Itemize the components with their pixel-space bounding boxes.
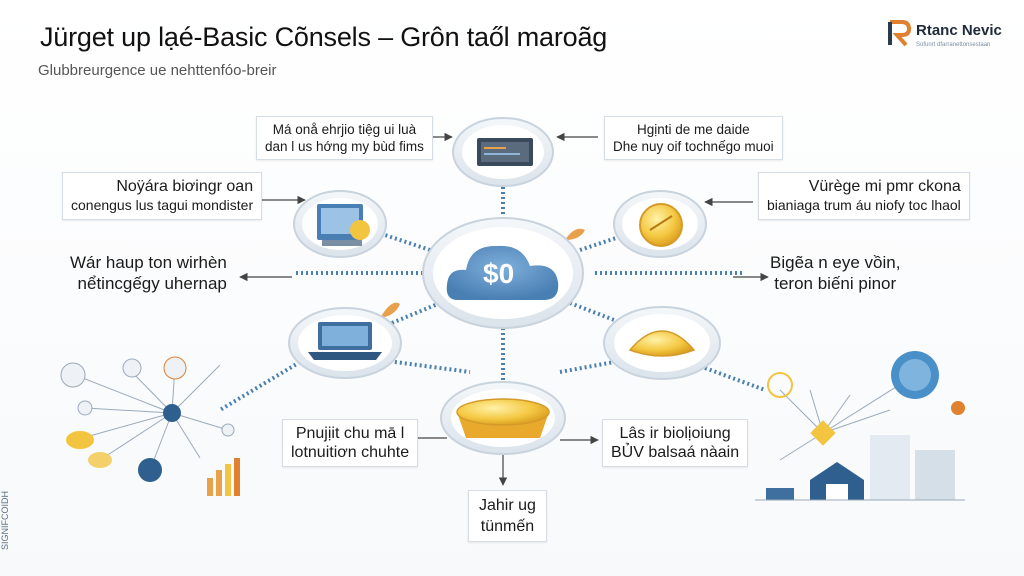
cloud-icon — [446, 245, 559, 300]
page-subtitle: Glubbreurgence ue nehttenfóo-breir — [38, 62, 277, 79]
network-hub-icon — [163, 404, 181, 422]
leaf-right-icon — [565, 228, 585, 240]
label-mid-left: Wár haup ton wirhèn nểtincgếgy uhernap — [70, 252, 227, 294]
diamond-icon — [810, 420, 836, 446]
node-gold-bowl — [440, 381, 566, 455]
label-bottom-left-line2: lotnuitiơn chuhte — [291, 444, 410, 461]
label-mid-right: Bigẽa n eye vồin, teron biếni pinor — [770, 252, 900, 294]
left-network-cluster — [60, 356, 240, 496]
label-top-left-line1: Má onå ehrjio tiệg ui luà — [272, 122, 417, 137]
label-bottom-right: Lâs ir biolịoiung BỦV balsaá nàain — [602, 419, 749, 467]
label-bottom-line2: tünmến — [480, 518, 535, 535]
logo-tagline: Sofunrt dfarranettonsestaan — [916, 42, 991, 48]
hub-node — [422, 217, 584, 329]
bar-chart-icon — [234, 458, 240, 496]
gold-coin-icon — [639, 203, 683, 247]
label-mid-left-line1: Wár haup ton wirhèn — [70, 253, 227, 272]
label-bottom-left-line1: Pnujịit chu mā l — [295, 425, 405, 442]
label-upper-left: Noÿára biơingr oan conengus lus tagui mo… — [62, 172, 263, 220]
connector-lower-left — [374, 301, 441, 332]
node-screen-coin — [293, 190, 387, 258]
label-mid-right-line2: teron biếni pinor — [774, 274, 897, 293]
label-top-right: Hgịnti de me daide Dhe nuy oif tochnếgo … — [604, 116, 783, 160]
label-upper-left-line1: Noÿára biơingr oan — [116, 178, 254, 195]
gold-dome-icon — [628, 330, 696, 357]
label-upper-right-line1: Vürège mi pmr ckona — [808, 178, 961, 195]
label-mid-left-line2: nểtincgếgy uhernap — [77, 274, 227, 293]
brand-logo: Rtanc Nevic Sofunrt dfarranettonsestaan — [886, 18, 1016, 52]
label-upper-right: Vürège mi pmr ckona bianiaga trum áu nio… — [758, 172, 970, 220]
connector-left-network — [218, 360, 302, 412]
page-title: Jürget up lạé-Basic Cõnsels – Grôn taől … — [40, 22, 608, 52]
label-mid-right-line1: Bigẽa n eye vồin, — [770, 253, 901, 272]
node-laptop — [288, 307, 402, 379]
logo-mark-icon — [888, 20, 912, 47]
connector-laptop-coin — [379, 358, 471, 374]
leaf-left-icon — [380, 302, 400, 318]
connector-right-city — [704, 366, 766, 392]
label-upper-left-line2: conengus lus tagui mondister — [71, 197, 254, 213]
connector-upper-left — [384, 233, 431, 252]
label-bottom-line1: Jahir ug — [479, 497, 536, 514]
person-icon — [138, 458, 162, 482]
right-city-cluster — [755, 351, 965, 501]
house-icon — [810, 462, 864, 500]
node-monitor — [452, 117, 554, 187]
logo-wordmark: Rtanc Nevic — [916, 22, 1002, 39]
label-top-left: Má onå ehrjio tiệg ui luà dan l us hớng … — [256, 116, 433, 160]
label-bottom: Jahir ug tünmến — [468, 490, 547, 542]
label-bottom-right-line2: BỦV balsaá nàain — [611, 444, 740, 461]
hub-connectors — [218, 182, 766, 412]
label-top-right-line2: Dhe nuy oif tochnếgo muoi — [613, 139, 774, 154]
label-arrows — [239, 132, 769, 486]
label-top-left-line2: dan l us hớng my bùd fims — [265, 139, 424, 154]
node-gold-coin — [613, 190, 707, 258]
label-upper-right-line2: bianiaga trum áu niofy toc lhaol — [767, 197, 961, 213]
label-bottom-left: Pnujịit chu mā l lotnuitiơn chuhte — [282, 419, 419, 467]
label-bottom-right-line1: Lâs ir biolịoiung — [619, 425, 731, 442]
label-top-right-line1: Hgịnti de me daide — [637, 122, 750, 137]
coin-icon — [350, 220, 370, 240]
node-gold-dome — [603, 306, 721, 380]
hub-amount: $0 — [483, 258, 515, 289]
